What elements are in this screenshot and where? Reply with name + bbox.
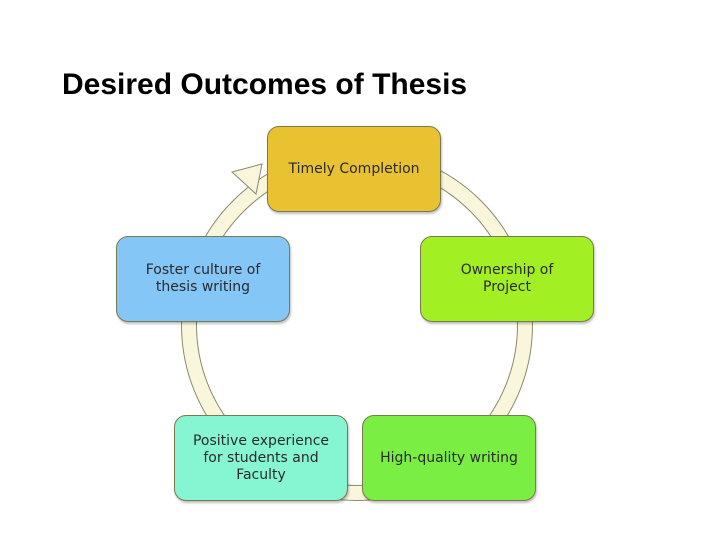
node-foster-culture: Foster culture of thesis writing [116, 236, 290, 322]
cycle-arrowhead-icon [230, 163, 263, 195]
slide-title: Desired Outcomes of Thesis [62, 68, 468, 101]
node-ownership-of-project: Ownership of Project [420, 236, 594, 322]
node-positive-experience: Positive experience for students and Fac… [174, 415, 348, 501]
node-timely-completion: Timely Completion [267, 126, 441, 212]
node-high-quality-writing: High-quality writing [362, 415, 536, 501]
